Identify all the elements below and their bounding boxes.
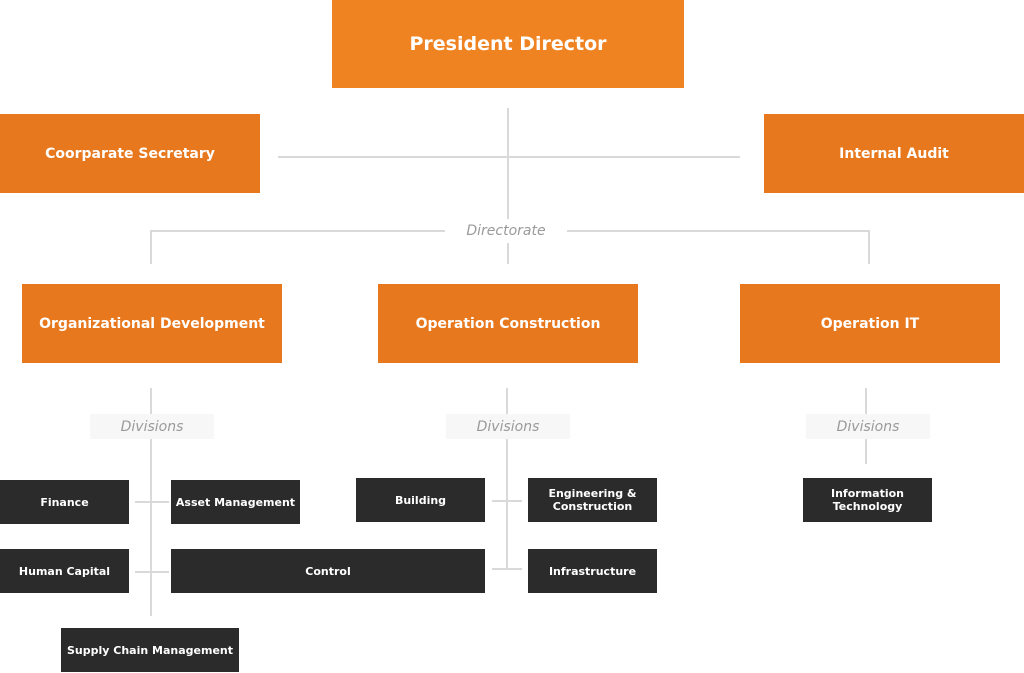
division-engineering-construction: Engineering & Construction [528, 478, 657, 522]
operation-construction-box: Operation Construction [378, 284, 638, 363]
connector-main-vertical [507, 108, 509, 264]
division-infrastructure: Infrastructure [528, 549, 657, 593]
divisions-label-opcon: Divisions [446, 414, 570, 439]
operation-it-box: Operation IT [740, 284, 1000, 363]
connector-infrastructure [492, 568, 522, 570]
connector-left-drop [150, 230, 152, 264]
division-asset-management: Asset Management [171, 480, 300, 524]
directorate-label: Directorate [445, 219, 567, 243]
connector-opcon-vertical [506, 388, 508, 570]
division-engineering-label: Engineering & Construction [548, 487, 637, 513]
divisions-label-opit: Divisions [806, 414, 930, 439]
corporate-secretary-box: Coorparate Secretary [0, 114, 260, 193]
organizational-development-label: Organizational Development [39, 315, 265, 332]
division-supply-chain-label: Supply Chain Management [67, 643, 233, 657]
connector-staff-horizontal [278, 156, 740, 158]
divisions-label-orgdev: Divisions [90, 414, 214, 439]
connector-right-drop [868, 230, 870, 264]
division-information-technology: Information Technology [803, 478, 932, 522]
division-control-label: Control [305, 564, 351, 578]
corporate-secretary-label: Coorparate Secretary [45, 145, 215, 162]
division-asset-management-label: Asset Management [175, 495, 296, 509]
internal-audit-box: Internal Audit [764, 114, 1024, 193]
organizational-development-box: Organizational Development [22, 284, 282, 363]
president-director-label: President Director [409, 33, 607, 55]
division-control: Control [171, 549, 485, 593]
internal-audit-label: Internal Audit [839, 145, 949, 162]
division-human-capital-label: Human Capital [18, 564, 111, 578]
president-director-box: President Director [332, 0, 684, 88]
division-human-capital: Human Capital [0, 549, 129, 593]
operation-it-label: Operation IT [820, 315, 920, 332]
connector-humancap [135, 571, 169, 573]
connector-finance [135, 501, 169, 503]
division-supply-chain-management: Supply Chain Management [61, 628, 239, 672]
division-information-technology-label: Information Technology [831, 487, 904, 513]
division-building-label: Building [394, 493, 447, 507]
division-infrastructure-label: Infrastructure [548, 564, 637, 578]
division-building: Building [356, 478, 485, 522]
connector-building [492, 500, 522, 502]
division-finance-label: Finance [40, 495, 89, 509]
operation-construction-label: Operation Construction [415, 315, 601, 332]
division-finance: Finance [0, 480, 129, 524]
